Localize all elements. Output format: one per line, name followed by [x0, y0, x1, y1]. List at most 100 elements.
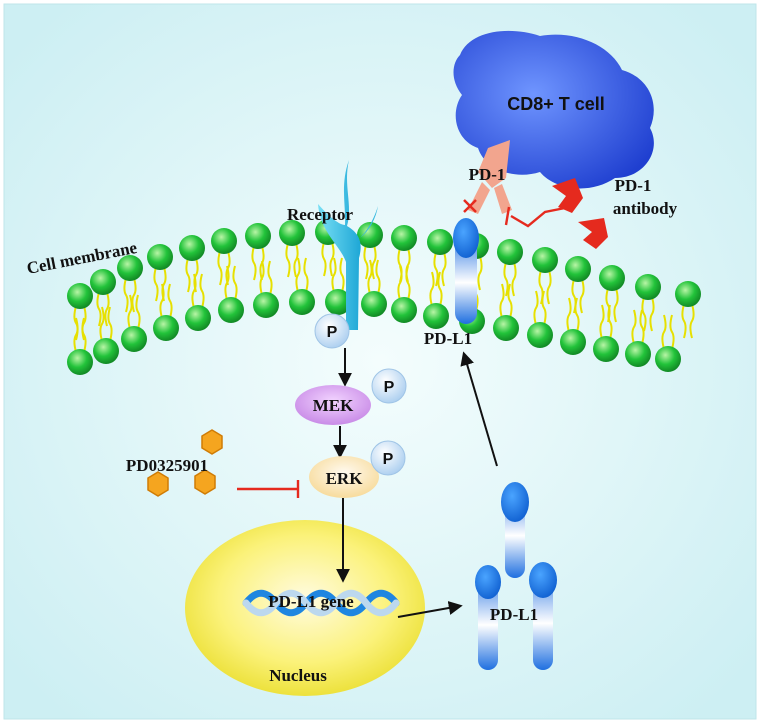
lipid-tail [681, 303, 687, 339]
lipid-head [527, 322, 553, 348]
nucleus-label: Nucleus [269, 666, 327, 685]
lipid-head [67, 349, 93, 375]
lipid-tail [267, 260, 273, 296]
lipid-head [325, 289, 351, 315]
lipid-head [279, 220, 305, 246]
lipid-tail [661, 314, 667, 350]
lipid-head [67, 283, 93, 309]
lipid-head [253, 292, 279, 318]
pd1-antibody-label-line2: antibody [613, 199, 678, 218]
arrow-pdl1-to-membrane [460, 351, 498, 467]
lipid-tail [503, 261, 509, 297]
lipid-tail [599, 304, 605, 340]
lipid-tail [199, 273, 205, 309]
lipid-tail [429, 271, 435, 307]
lipid-tail [185, 257, 191, 293]
lipid-tail [689, 303, 695, 339]
mek-node [295, 385, 371, 425]
lipid-head [565, 256, 591, 282]
blocked-interaction-x-icon [463, 199, 477, 213]
inhibition-drug-to-erk [237, 480, 300, 498]
phospho-mek: P [371, 368, 407, 404]
phospho-erk: P [370, 440, 406, 476]
lipid-tail [375, 259, 381, 295]
lipid-head [560, 329, 586, 355]
phospho-receptor: P [314, 313, 350, 349]
lipid-tail [293, 242, 299, 278]
lipid-tail [217, 250, 223, 286]
lipid-tail [371, 244, 377, 280]
lipid-head [625, 341, 651, 367]
lipid-head [153, 315, 179, 341]
lipid-head [599, 265, 625, 291]
lipid-head [179, 235, 205, 261]
lipid-tail [437, 271, 443, 307]
lipid-head [655, 346, 681, 372]
lipid-head [185, 305, 211, 331]
inhibition-antibody-to-pd1 [504, 206, 566, 228]
lipid-head [357, 222, 383, 248]
lipid-tail [167, 283, 173, 319]
lipid-tail [135, 294, 141, 330]
lipid-tail [607, 304, 613, 340]
pdl1-membrane-label: PD-L1 [424, 329, 472, 348]
lipid-tail [285, 242, 291, 278]
lipid-tail [499, 283, 505, 319]
lipid-head [289, 289, 315, 315]
lipid-tail [433, 251, 439, 287]
t-cell-label: CD8+ T cell [507, 94, 605, 114]
receptor-glyph-icon [318, 160, 378, 330]
lipid-head [391, 225, 417, 251]
lipid-head [423, 303, 449, 329]
lipid-head [391, 297, 417, 323]
lipid-tail [123, 277, 129, 313]
lipid-tail [441, 251, 447, 287]
lipid-tail [367, 259, 373, 295]
svg-text:MEK: MEK [313, 396, 354, 415]
pd1-label: PD-1 [469, 165, 506, 184]
lipid-tail [81, 317, 87, 353]
lipid-head [117, 255, 143, 281]
lipid-tail [477, 255, 483, 291]
svg-text:P: P [327, 324, 338, 341]
lipid-tail [224, 265, 230, 301]
lipid-tail [96, 291, 102, 327]
lipid-head [427, 229, 453, 255]
lipid-tail [99, 306, 105, 342]
lipid-tail [295, 257, 301, 293]
lipid-tail [641, 296, 647, 332]
lipid-head [635, 274, 661, 300]
svg-text:P: P [383, 451, 394, 468]
lipid-tail [613, 287, 619, 323]
lipid-tail [321, 241, 327, 277]
lipid-tail [649, 296, 655, 332]
lipid-tail [669, 314, 675, 350]
lipid-tail [579, 278, 585, 314]
lipid-tail [546, 269, 552, 305]
lipid-head [361, 291, 387, 317]
lipid-tail [232, 265, 238, 301]
pd1-antibody-label-line1: PD-1 [615, 176, 652, 195]
receptor-label: Receptor [287, 205, 354, 224]
lipid-head [675, 281, 701, 307]
lipid-tail [574, 297, 580, 333]
inhibitor-label: PD0325901 [126, 456, 208, 475]
arrow-gene-to-pdl1 [397, 601, 463, 618]
pd1-antibody-icon [552, 178, 608, 249]
svg-text:P: P [384, 379, 395, 396]
pdl1-cytoplasm-label: PD-L1 [490, 605, 538, 624]
lipid-tail [405, 265, 411, 301]
lipid-tail [533, 290, 539, 326]
lipid-head [493, 315, 519, 341]
lipid-tail [329, 241, 335, 277]
svg-text:ERK: ERK [326, 469, 364, 488]
pd1-receptor [468, 140, 512, 214]
pdl1-membrane-protein-icon [453, 218, 479, 324]
lipid-tail [639, 309, 645, 345]
lipid-tail [397, 265, 403, 301]
lipid-head [93, 338, 119, 364]
lipid-head [593, 336, 619, 362]
drug-hexagon-icon [147, 429, 223, 497]
pdl1-protein-cluster-icon [475, 482, 557, 670]
